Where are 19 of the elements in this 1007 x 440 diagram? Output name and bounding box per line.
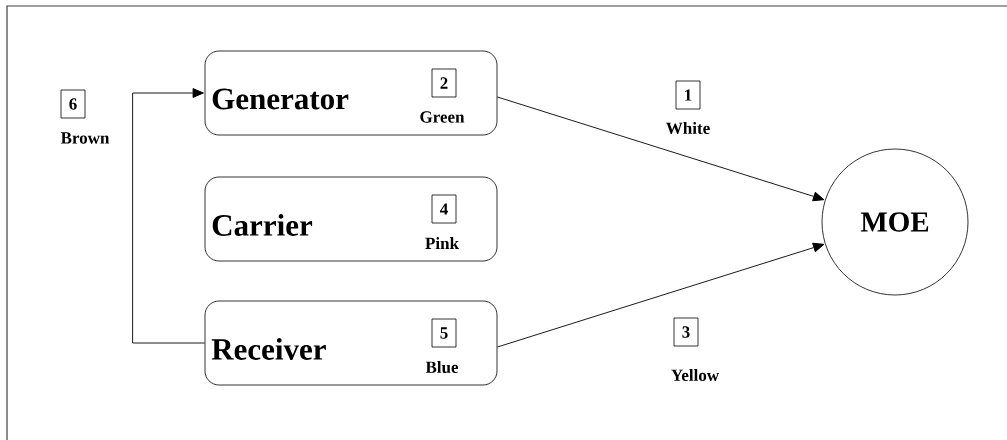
color-label: Green — [420, 111, 465, 123]
color-label: White — [664, 121, 712, 136]
box-label: Generator — [212, 88, 349, 110]
box-label: Receiver — [211, 338, 326, 360]
color-label: Yellow — [669, 368, 721, 382]
color-label: Brown — [59, 131, 111, 145]
arrow — [132, 88, 206, 344]
box-label: Carrier — [212, 214, 313, 236]
color-label: Blue — [425, 361, 459, 373]
circle-node: MOE — [821, 148, 969, 296]
number-box: 1 — [675, 80, 701, 110]
number-box: 5 — [431, 318, 457, 348]
arrow — [496, 242, 825, 348]
color-label: Pink — [425, 237, 459, 249]
number-box: 4 — [431, 194, 457, 224]
arrow — [496, 96, 825, 202]
number-box: 3 — [673, 317, 699, 347]
number-box: 2 — [431, 68, 457, 98]
number-box: 6 — [60, 89, 86, 119]
